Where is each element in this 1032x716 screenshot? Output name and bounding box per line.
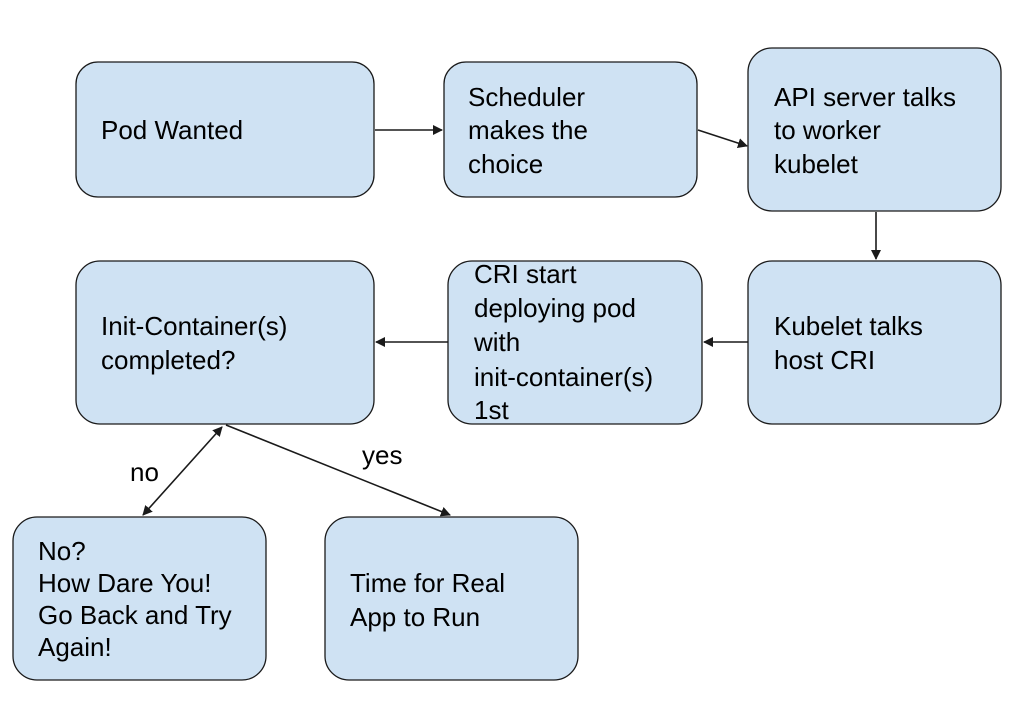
node-kubelet: Kubelet talks host CRI (747, 260, 1002, 425)
node-cri-start-line: init-container(s) (474, 362, 653, 392)
node-no-branch-line: No? (38, 536, 86, 566)
node-init-completed: Init-Container(s) completed? (75, 260, 375, 425)
node-pod-wanted-line: Pod Wanted (101, 115, 243, 145)
edge-label-yes: yes (362, 440, 402, 470)
node-real-app-line: App to Run (350, 602, 480, 632)
node-kubelet-line: Kubelet talks (774, 311, 923, 341)
node-scheduler-line: makes the (468, 115, 588, 145)
node-cri-start-line: with (473, 327, 520, 357)
node-pod-wanted: Pod Wanted (75, 61, 375, 198)
edge-scheduler-to-api-server (697, 129, 748, 148)
node-no-branch-line: How Dare You! (38, 568, 211, 598)
edge-init-no-branch (142, 426, 223, 516)
edge-label-no: no (130, 457, 159, 487)
node-kubelet-line: host CRI (774, 345, 875, 375)
node-cri-start: CRI start deploying pod with init-contai… (447, 259, 703, 425)
node-cri-start-line: deploying pod (474, 293, 636, 323)
node-init-completed-line: completed? (101, 345, 235, 375)
node-scheduler-line: choice (468, 149, 543, 179)
node-cri-start-line: 1st (474, 395, 509, 425)
node-api-server-line: to worker (774, 115, 881, 145)
node-no-branch-line: Go Back and Try (38, 600, 232, 630)
node-real-app: Time for Real App to Run (324, 516, 579, 681)
node-init-completed-line: Init-Container(s) (101, 311, 287, 341)
node-scheduler-line: Scheduler (468, 82, 585, 112)
node-cri-start-line: CRI start (474, 259, 577, 289)
node-no-branch-line: Again! (38, 632, 112, 662)
node-scheduler: Scheduler makes the choice (443, 61, 698, 198)
node-api-server-line: kubelet (774, 149, 859, 179)
node-no-branch: No? How Dare You! Go Back and Try Again! (12, 516, 267, 681)
node-api-server: API server talks to worker kubelet (747, 47, 1002, 212)
node-real-app-line: Time for Real (350, 568, 505, 598)
edge-init-yes-real-app (225, 424, 451, 517)
node-api-server-line: API server talks (774, 82, 956, 112)
